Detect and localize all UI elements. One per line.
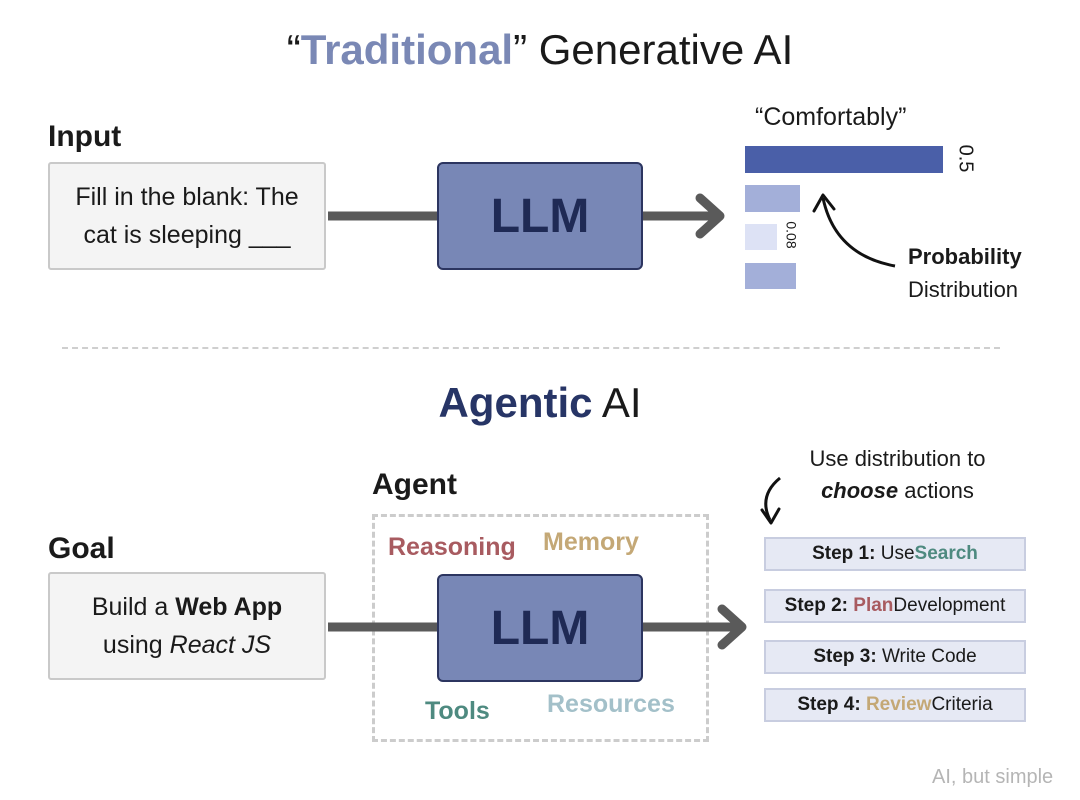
goal-line-2: using React JS [103,626,271,664]
arrow-head-output-icon [695,193,725,239]
probability-curved-arrow [821,197,896,268]
step-3-prefix: Step 3: [813,646,877,667]
probability-bar-3 [745,263,796,289]
arrow-head-steps-icon [717,604,747,650]
title-highlight-traditional: Traditional [300,26,514,73]
step-2-post: Development [893,595,1006,616]
choose-caption: Use distribution to choose actions [770,443,1025,507]
goal-text-bold: Web App [175,593,283,621]
llm-label-traditional: LLM [490,189,590,243]
distribution-caption: Probability Distribution [908,240,1022,306]
llm-block-traditional: LLM [437,162,643,270]
component-reasoning: Reasoning [388,533,516,561]
step-3: Step 3: Write Code [764,640,1026,674]
probability-bar-0 [745,146,943,173]
step-1-prefix: Step 1: [812,543,876,564]
step-4-keyword: Review [865,694,932,715]
goal-line-1: Build a Web App [92,588,282,626]
component-resources: Resources [547,690,675,718]
watermark: AI, but simple [932,766,1054,788]
goal-text-2: using [102,631,170,659]
step-4-prefix: Step 4: [797,694,861,715]
step-4: Step 4: Review Criteria [764,688,1026,722]
input-label: Input [48,120,122,153]
goal-box: Build a Web App using React JS [48,572,326,680]
llm-label-agentic: LLM [490,601,590,655]
choose-curved-arrow [764,476,781,521]
probability-bar-2 [745,224,777,250]
step-1-pre: Use [880,543,915,564]
probability-arrow-head-icon [812,193,836,213]
caption-bold-italic: choose [821,478,899,503]
caption-line-1: Use distribution to [809,446,986,471]
step-3-pre: Write Code [881,646,977,667]
distribution-bold: Probability [908,244,1022,269]
step-2-keyword: Plan [853,595,894,616]
component-memory: Memory [543,528,639,556]
goal-text-italic: React JS [169,631,272,659]
title-open-quote: “ [286,26,301,73]
title-highlight-agentic: Agentic [438,379,593,426]
caption-line-2-rest: actions [898,478,974,503]
choose-arrow-head-icon [760,507,781,525]
step-2-prefix: Step 2: [784,595,848,616]
traditional-title: “Traditional” Generative AI [0,26,1080,74]
caption-line-2: choose actions [770,475,1025,507]
llm-block-agentic: LLM [437,574,643,682]
title-close-quote: ” [513,26,528,73]
title-rest: Generative AI [527,26,794,73]
output-word: “Comfortably” [755,103,907,131]
step-1: Step 1: Use Search [764,537,1026,571]
section-divider [62,347,1000,349]
component-tools: Tools [425,697,490,725]
goal-text-1: Build a [91,593,176,621]
agentic-title: Agentic AI [0,379,1080,427]
step-2: Step 2: Plan Development [764,589,1026,623]
step-1-keyword: Search [914,543,978,564]
input-box: Fill in the blank: The cat is sleeping _… [48,162,326,270]
step-4-post: Criteria [931,694,993,715]
distribution-rest: Distribution [908,277,1019,302]
goal-label: Goal [48,532,115,565]
agent-label: Agent [372,468,457,501]
agentic-title-rest: AI [592,379,642,426]
probability-bar-1 [745,185,800,212]
input-text: Fill in the blank: The cat is sleeping _… [75,183,299,249]
